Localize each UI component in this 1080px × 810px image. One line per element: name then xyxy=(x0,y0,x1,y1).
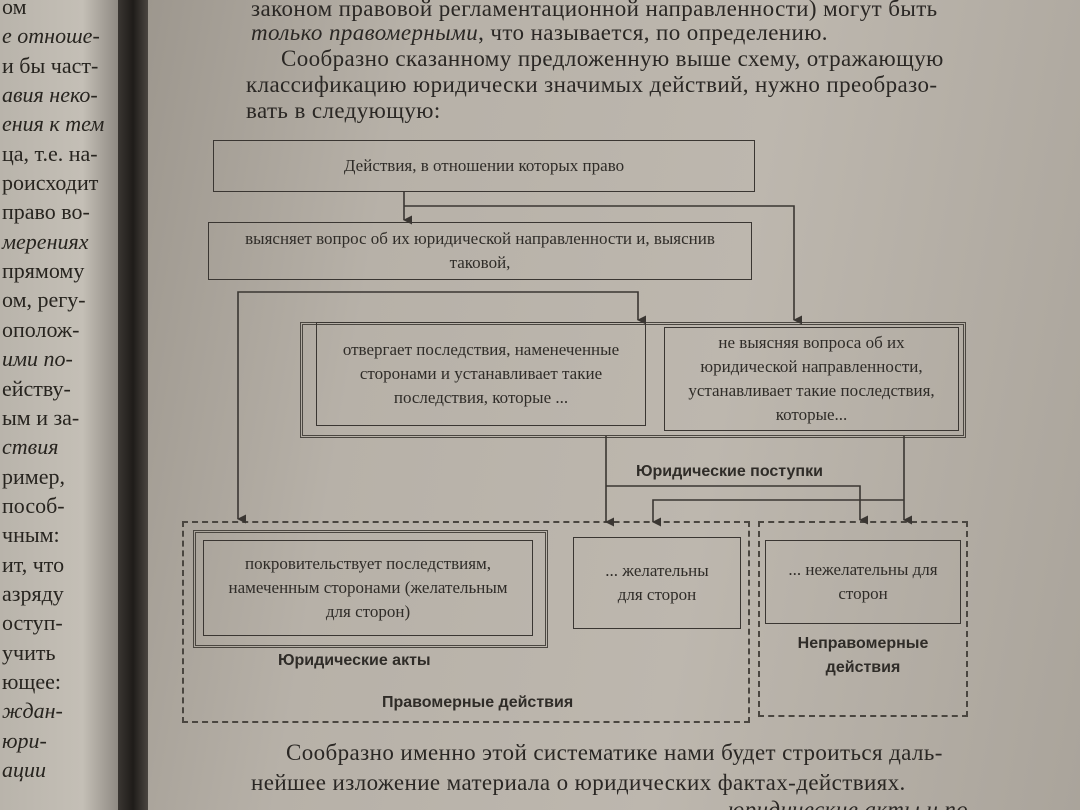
box-undesirable: ... нежелательны для сторон xyxy=(765,540,961,624)
arrow-rejects-to-undesirable xyxy=(606,485,868,525)
left-page-line: ствия xyxy=(2,434,59,459)
text-italic-phrase: только правомерными xyxy=(251,20,479,45)
arrow-root-to-not-clarify xyxy=(404,205,802,325)
left-page-line: чным: xyxy=(2,522,60,547)
left-page-line: ейству- xyxy=(2,376,71,401)
diagram-connectors xyxy=(237,192,912,527)
left-page-line: ации xyxy=(2,757,46,782)
left-page-line: авия неко- xyxy=(2,82,98,107)
left-page: ом е отноше-и бы част-авия неко-ения к те… xyxy=(0,0,118,810)
left-page-line: ример, xyxy=(2,464,65,489)
left-page-line: ом xyxy=(2,0,27,19)
book-gutter xyxy=(118,0,148,810)
frame-legal-acts xyxy=(193,530,548,648)
frame-juridical-acts-group xyxy=(300,322,966,438)
left-page-line: пособ- xyxy=(2,493,65,518)
box-rejects: отвергает последствия, наменеченные стор… xyxy=(316,322,646,426)
arrow-notclarify-to-desirable xyxy=(652,499,904,527)
arrow-to-favors xyxy=(237,291,248,524)
left-page-line: ом, регу- xyxy=(2,287,86,312)
left-page-line: оступ- xyxy=(2,610,63,635)
box-clarifies: выясняет вопрос об их юридической направ… xyxy=(208,222,752,280)
label-unlawful-actions: Неправомерные действия xyxy=(797,635,929,676)
text-line-2-rest: , что называется, по определению. xyxy=(478,20,828,45)
text-line-3: Сообразно сказанному предложенную выше с… xyxy=(281,46,944,71)
right-page: законом правовой регламентационной напра… xyxy=(148,0,1080,810)
left-page-line: ения к тем xyxy=(2,111,105,136)
left-page-line: юри- xyxy=(2,728,47,753)
left-page-line: ца, т.е. на- xyxy=(2,141,98,166)
box-root: Действия, в отношении которых право xyxy=(213,140,755,192)
left-page-line: ым и за- xyxy=(2,405,80,430)
left-page-line: роисходит xyxy=(2,170,99,195)
left-page-line: мерениях xyxy=(2,229,89,254)
arrow-to-rejects xyxy=(248,291,646,325)
text-bottom-2: нейшее изложение материала о юридических… xyxy=(251,770,906,795)
label-lawful-actions: Правомерные действия xyxy=(382,694,574,711)
text-bottom-3: юридические акты и по- xyxy=(728,797,977,810)
frame-lawful-actions xyxy=(182,521,750,723)
text-bottom-1: Сообразно именно этой систематике нами б… xyxy=(286,740,943,765)
label-legal-acts: Юридические акты xyxy=(278,652,431,669)
left-page-line: прямому xyxy=(2,258,85,283)
left-page-line: е отноше- xyxy=(2,23,100,48)
box-not-clarify: не выясняя вопроса об их юридической нап… xyxy=(664,327,959,431)
text-line-5: вать в следующую: xyxy=(246,98,441,123)
text-line-4: классификацию юридически значимых действ… xyxy=(246,72,938,97)
left-page-line: ит, что xyxy=(2,552,65,577)
left-page-line: ждан- xyxy=(2,698,63,723)
left-page-line: азряду xyxy=(2,581,64,606)
left-page-line: ополож- xyxy=(2,317,80,342)
left-page-line: ющее: xyxy=(2,669,62,694)
label-juridical-acts: Юридические поступки xyxy=(636,463,823,480)
left-page-line: право во- xyxy=(2,199,90,224)
text-line-2: только правомерными, что называется, по … xyxy=(251,20,828,46)
text-line-1: законом правовой регламентационной напра… xyxy=(251,0,938,21)
left-page-line: учить xyxy=(2,640,56,665)
left-page-line: и бы част- xyxy=(2,53,99,78)
left-page-line: ими по- xyxy=(2,346,73,371)
box-desirable: ... желательны для сторон xyxy=(573,537,741,629)
box-favors: покровительствует последствиям, намеченн… xyxy=(203,540,533,636)
